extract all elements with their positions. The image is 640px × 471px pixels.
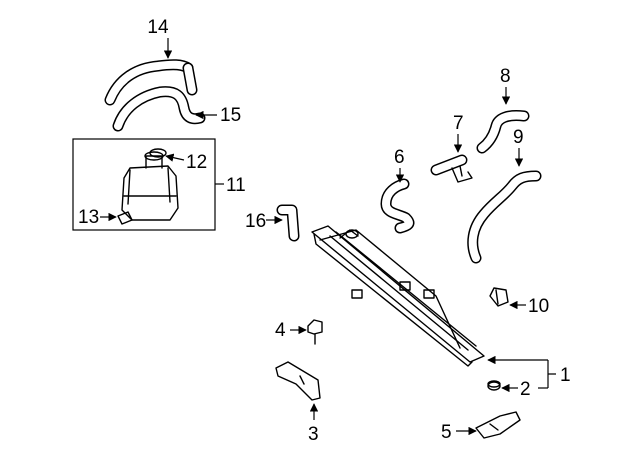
callout-15: 15	[220, 105, 241, 126]
reservoir-cap-part-12	[149, 148, 167, 158]
bypass-pipe-part-16	[276, 204, 300, 242]
callout-8: 8	[500, 66, 511, 87]
overflow-hose-part-14	[104, 59, 198, 106]
radiator-mount-part-10	[489, 287, 509, 307]
radiator-part-1	[311, 225, 485, 367]
callout-1: 1	[560, 365, 571, 386]
callout-16: 16	[245, 211, 266, 232]
callout-10: 10	[528, 296, 549, 317]
callout-11: 11	[226, 175, 246, 196]
bolt-part-4	[307, 319, 323, 345]
upper-hose-part-6	[380, 178, 415, 234]
radiator-hose-part-8	[476, 110, 530, 154]
callout-3: 3	[308, 424, 319, 445]
leader-1-bracket	[547, 360, 556, 388]
reservoir-hose-part-15	[112, 86, 206, 132]
lower-hose-part-9	[467, 170, 542, 264]
bracket-part-3	[275, 361, 321, 401]
callout-6: 6	[394, 147, 405, 168]
callout-13: 13	[78, 207, 99, 228]
thermostat-housing-part-7	[430, 154, 473, 183]
reservoir-sensor-part-13	[117, 211, 133, 225]
leader-12	[165, 153, 185, 162]
callout-2: 2	[520, 379, 531, 400]
coolant-reservoir	[121, 151, 179, 221]
callout-4: 4	[275, 320, 286, 341]
callout-7: 7	[453, 113, 464, 134]
callout-9: 9	[513, 127, 524, 148]
callout-5: 5	[441, 422, 452, 443]
callout-14: 14	[147, 17, 169, 38]
drain-plug-part-2	[487, 380, 501, 391]
callout-12: 12	[186, 152, 207, 173]
lower-bracket-part-5	[475, 411, 521, 439]
